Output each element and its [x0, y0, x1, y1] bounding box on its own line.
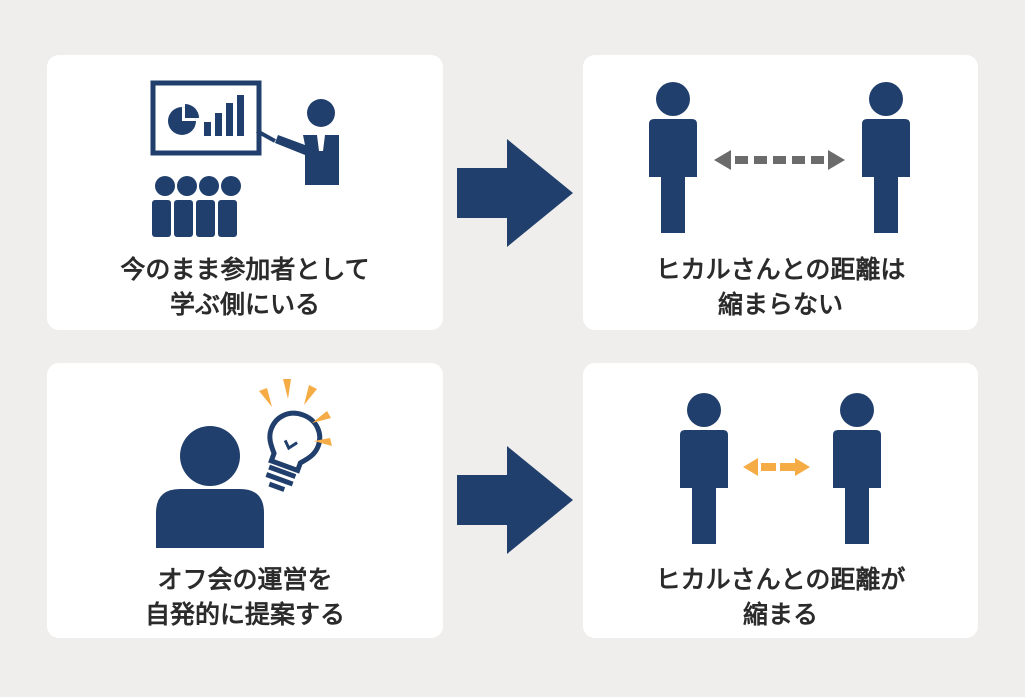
caption-line-2: 学ぶ側にいる	[169, 290, 320, 319]
card-distance-closer: ヒカルさんとの距離が 縮まる	[583, 363, 978, 638]
person-idea-lightbulb-icon	[156, 379, 332, 548]
caption-line-2: 縮まる	[742, 600, 818, 629]
card-stay-participant: 今のまま参加者として 学ぶ側にいる	[47, 55, 443, 330]
two-people-close-icon	[680, 393, 881, 544]
caption-stay-participant: 今のまま参加者として 学ぶ側にいる	[47, 252, 443, 322]
two-people-far-apart-icon	[649, 82, 910, 233]
caption-line-2: 自発的に提案する	[144, 600, 345, 629]
caption-line-1: ヒカルさんとの距離は	[655, 255, 906, 284]
caption-distance-unchanged: ヒカルさんとの距離は 縮まらない	[583, 252, 978, 322]
caption-line-1: オフ会の運営を	[157, 565, 333, 594]
right-arrow-icon	[457, 446, 573, 554]
card-propose-meetup: オフ会の運営を 自発的に提案する	[47, 363, 443, 638]
caption-propose-meetup: オフ会の運営を 自発的に提案する	[47, 562, 443, 632]
caption-line-1: ヒカルさんとの距離が	[655, 565, 906, 594]
card-distance-unchanged: ヒカルさんとの距離は 縮まらない	[583, 55, 978, 330]
presentation-audience-icon	[150, 80, 339, 237]
right-arrow-icon	[457, 139, 573, 247]
caption-line-2: 縮まらない	[717, 290, 843, 319]
caption-line-1: 今のまま参加者として	[120, 255, 370, 284]
caption-distance-closer: ヒカルさんとの距離が 縮まる	[583, 562, 978, 632]
